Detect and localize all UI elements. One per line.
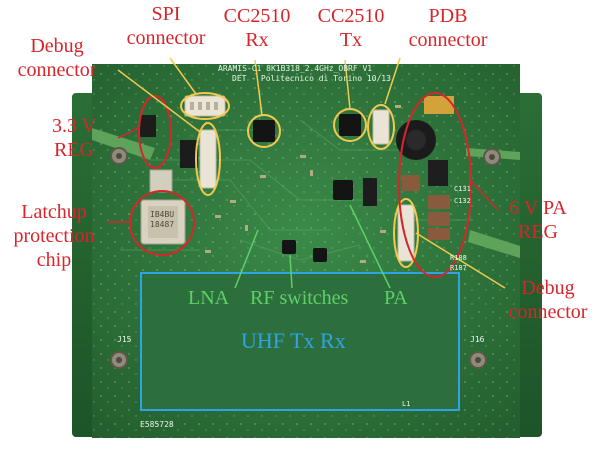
ref-r188: R188 xyxy=(450,254,467,262)
label-pdb-connector: PDB connector xyxy=(408,5,488,51)
mounting-screws xyxy=(110,147,501,369)
pdb-connector-part xyxy=(372,109,390,145)
ref-l1: L1 xyxy=(402,400,411,408)
label-pa: PA xyxy=(384,287,408,309)
flex-strip-right xyxy=(468,230,520,258)
pointer-pa-reg xyxy=(469,179,499,211)
uhf-region-box xyxy=(140,272,460,411)
pointer-cc2510-tx xyxy=(344,59,351,110)
spi-connector-highlight xyxy=(180,92,230,120)
pointer-spi xyxy=(169,57,197,95)
pa-reg-highlight xyxy=(398,92,472,278)
latchup-chip-highlight xyxy=(129,190,195,256)
pointer-cc2510-rx xyxy=(254,59,263,116)
spi-connector-part xyxy=(184,95,226,117)
flex-strip-left xyxy=(92,128,155,160)
bottom-code: E585728 xyxy=(140,420,174,429)
label-rf-switches: RF switches xyxy=(250,287,349,309)
reg-3v3-highlight xyxy=(138,95,172,169)
debug-connector-top-highlight xyxy=(195,122,221,196)
cc2510-rx-highlight xyxy=(247,114,281,148)
chip-marking: IB4BU 18487 xyxy=(150,210,175,229)
ref-c132: C132 xyxy=(454,197,471,205)
pad-label-right: J16 xyxy=(470,335,485,344)
debug-connector-right-highlight xyxy=(393,198,419,268)
silkscreen-line2: DET - Politecnico di Torino 10/13 xyxy=(232,74,391,83)
pointer-3v3 xyxy=(117,127,140,139)
pad-label-left: J15 xyxy=(117,335,132,344)
pointer-pdb xyxy=(384,57,401,105)
pdb-connector-highlight xyxy=(367,104,395,150)
label-debug-connector-top: Debug connector xyxy=(17,35,97,81)
label-cc2510-rx: CC2510 Rx xyxy=(223,5,291,51)
label-3v3-reg: 3.3 V REG xyxy=(51,115,97,161)
cc2510-tx-ic xyxy=(339,114,361,136)
label-6v-pa-reg: 6 V PA REG xyxy=(509,197,567,243)
debug-connector-top-part xyxy=(199,129,217,189)
label-lna: LNA xyxy=(188,287,230,309)
silkscreen-line1: ARAMIS-C1 8K1B318_2.4GHz_OBRF V1 xyxy=(218,64,373,73)
label-debug-connector-right: Debug connector xyxy=(508,277,588,323)
pointer-debug-top xyxy=(117,69,201,133)
cc2510-rx-ic xyxy=(253,120,275,142)
pointer-debug-right xyxy=(415,232,506,289)
ref-c131: C131 xyxy=(454,185,471,193)
label-uhf-tx-rx: UHF Tx Rx xyxy=(241,328,346,353)
label-cc2510-tx: CC2510 Tx xyxy=(317,5,385,51)
ref-r187: R187 xyxy=(450,264,467,272)
label-latchup-chip: Latchup protection chip xyxy=(13,201,95,271)
label-spi-connector: SPI connector xyxy=(126,3,206,49)
